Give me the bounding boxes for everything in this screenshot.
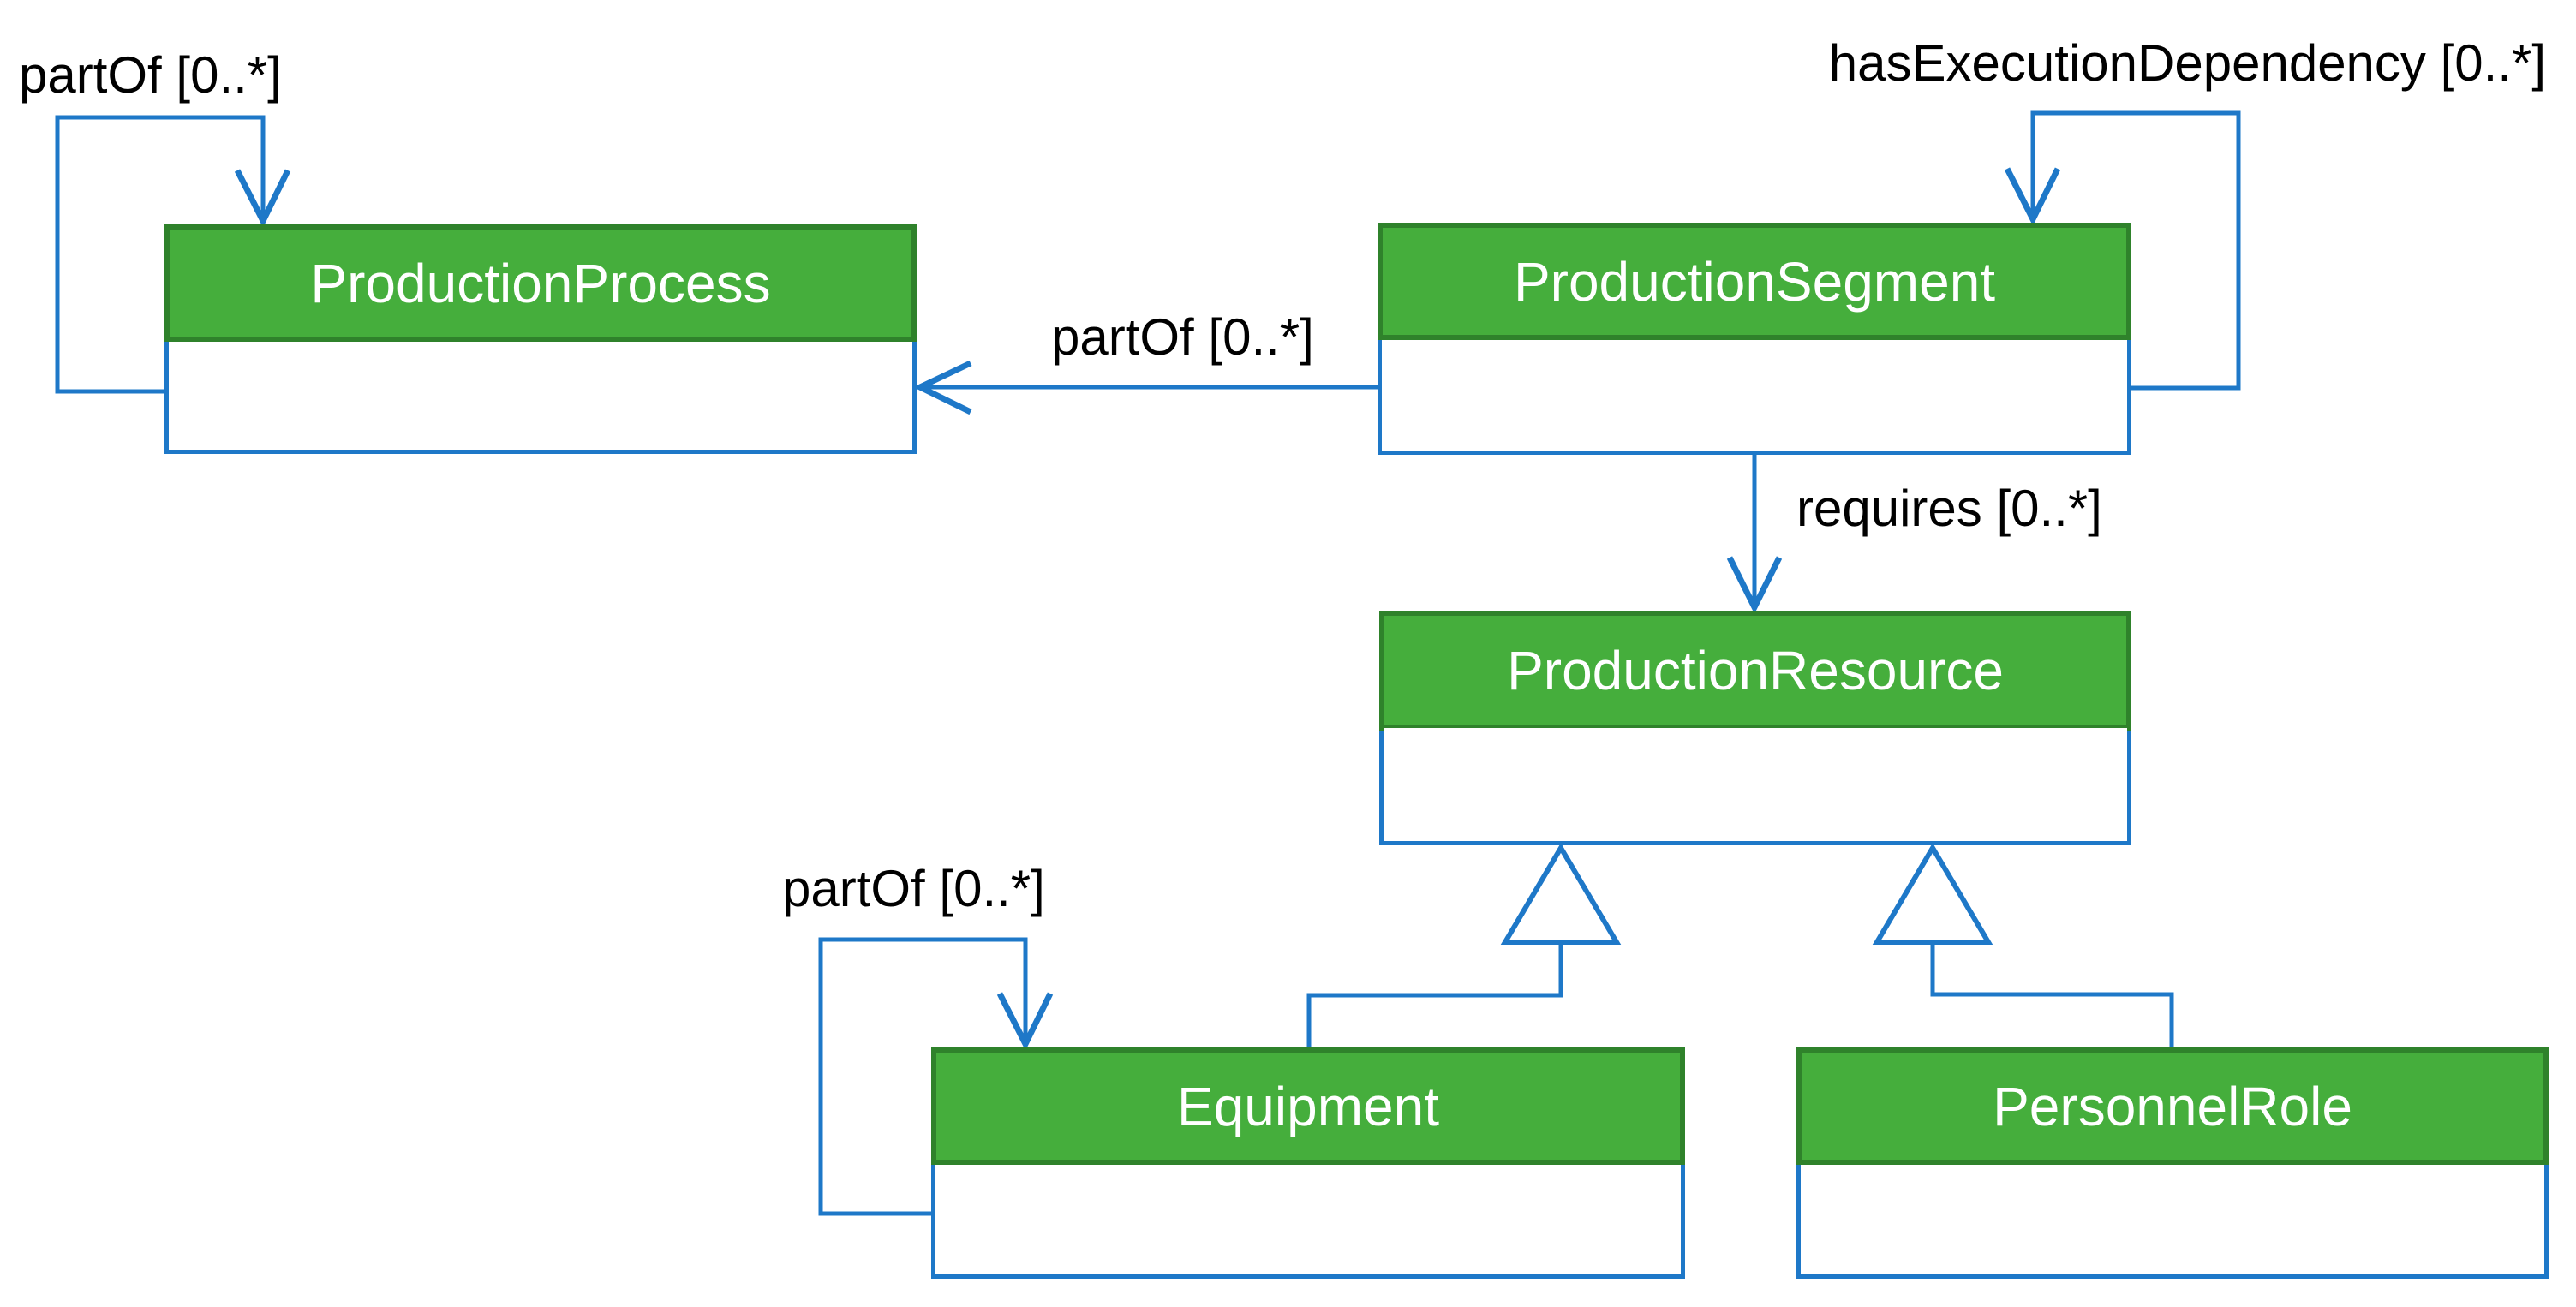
class-attributes-productionresource [1384, 728, 2127, 841]
generalization-personnelrole-triangle [1872, 843, 1993, 945]
self-association-productionprocess-arrowhead [234, 169, 291, 228]
association-segment-to-process-arrowhead [912, 360, 972, 415]
edge-label-hasexecutiondependency: hasExecutionDependency [0..*] [1828, 34, 2546, 92]
edge-label-partof-segment-to-process: partOf [0..*] [1051, 308, 1314, 366]
class-personnelrole: PersonnelRole [1796, 1047, 2549, 1279]
class-header-personnelrole: PersonnelRole [1796, 1047, 2549, 1165]
self-association-productionsegment-arrowhead [2004, 167, 2061, 226]
class-name-personnelrole: PersonnelRole [1993, 1075, 2352, 1137]
class-productionprocess: ProductionProcess [164, 224, 917, 454]
class-attributes-equipment [935, 1165, 1681, 1274]
class-header-equipment: Equipment [931, 1047, 1685, 1165]
class-header-productionsegment: ProductionSegment [1378, 223, 2131, 340]
self-association-equipment-arrowhead [996, 992, 1054, 1051]
class-productionsegment: ProductionSegment [1378, 223, 2131, 455]
class-header-productionresource: ProductionResource [1379, 611, 2131, 731]
association-segment-to-resource-arrowhead [1726, 556, 1783, 614]
generalization-equipment-line [1306, 942, 1563, 1047]
class-attributes-personnelrole [1801, 1165, 2544, 1274]
generalization-personnelrole-line [1930, 942, 2174, 1047]
class-name-equipment: Equipment [1177, 1075, 1439, 1137]
class-header-productionprocess: ProductionProcess [164, 224, 917, 342]
edge-label-partof-productionprocess-self: partOf [0..*] [19, 46, 282, 104]
class-name-productionresource: ProductionResource [1507, 640, 2004, 701]
generalization-equipment-triangle [1500, 843, 1622, 945]
edge-label-partof-equipment-self: partOf [0..*] [782, 860, 1045, 917]
class-attributes-productionsegment [1382, 340, 2127, 451]
class-productionresource: ProductionResource [1379, 611, 2131, 845]
class-equipment: Equipment [931, 1047, 1685, 1279]
class-name-productionprocess: ProductionProcess [310, 252, 771, 314]
edge-label-requires: requires [0..*] [1796, 480, 2102, 537]
class-attributes-productionprocess [169, 342, 912, 450]
class-name-productionsegment: ProductionSegment [1513, 250, 1996, 313]
